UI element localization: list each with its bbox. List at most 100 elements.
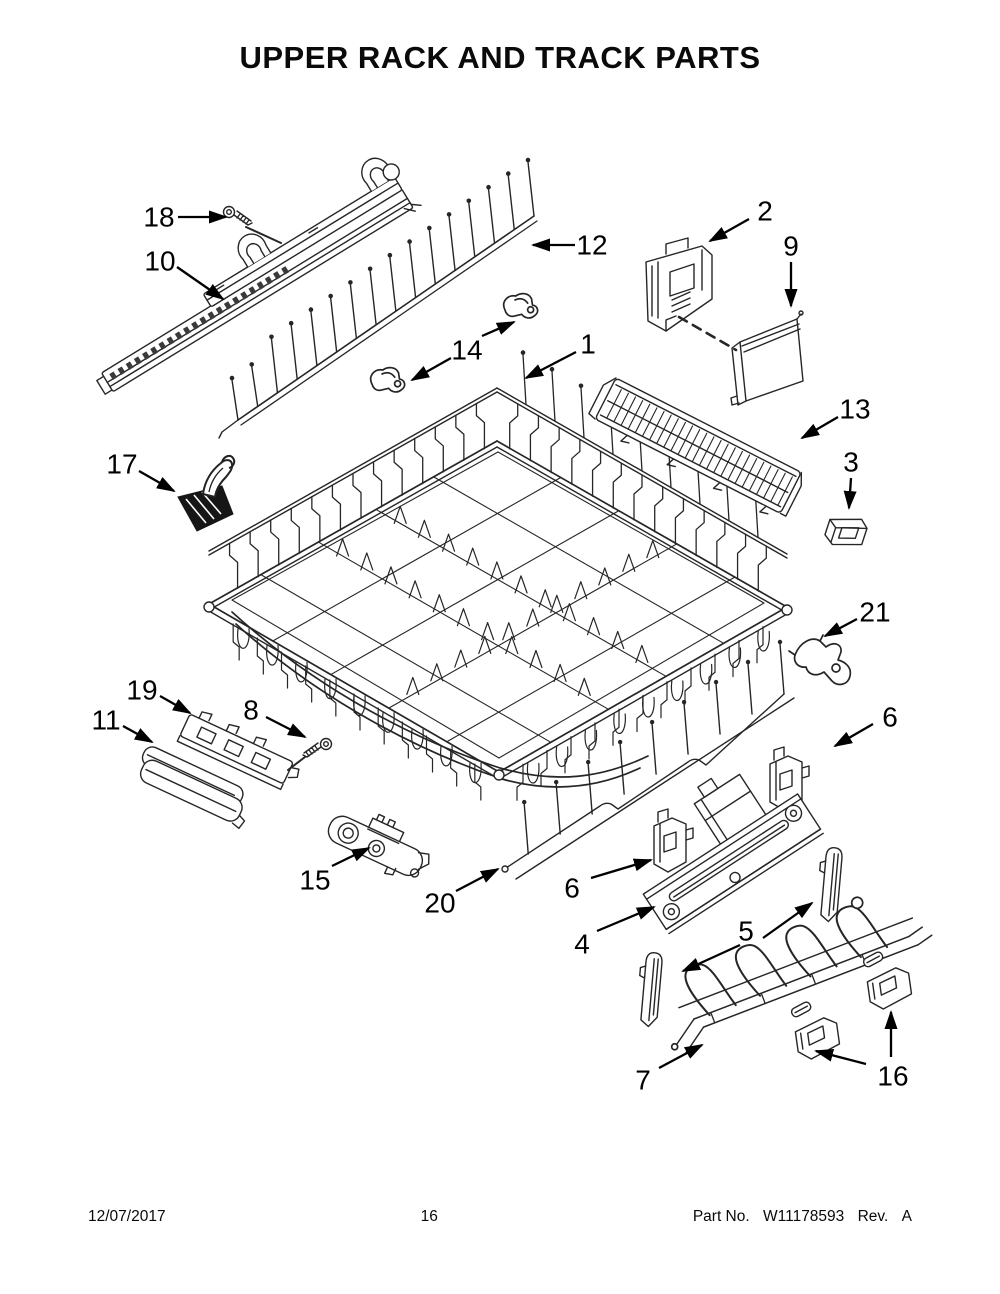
drawing-stroke [777,476,793,506]
drawing-stroke [215,306,224,315]
drawing-stroke [781,604,793,616]
callout-arrow-14 [481,320,516,338]
drawing-stroke [734,944,788,997]
drawing-stroke [646,540,660,559]
drawing-stroke [440,745,453,767]
callout-13: 13 [839,394,870,425]
drawing-stroke [529,415,540,462]
drawing-stroke [478,635,492,655]
drawing-stroke [501,865,509,873]
drawing-stroke [670,421,686,452]
drawing-stroke [305,665,313,703]
drawing-stroke [634,950,664,1028]
part-9-shelf-drawing [730,310,804,406]
drawing-stroke [317,541,609,710]
drawing-stroke [249,531,259,578]
drawing-stroke [697,777,719,798]
drawing-stroke [372,461,383,508]
part-13-basket-drawing [588,377,803,517]
drawing-stroke [587,763,593,815]
drawing-stroke [256,281,265,290]
drawing-stroke [554,779,559,785]
drawing-stroke [577,677,591,696]
drawing-stroke [223,739,244,758]
drawing-stroke [295,661,308,683]
drawing-stroke [649,719,655,725]
drawing-stroke [669,263,695,297]
part-20-pin-row-drawing [501,639,795,880]
drawing-stroke [633,474,643,521]
part-1-upper-rack-drawing [203,350,793,801]
drawing-stroke [218,419,239,439]
drawing-stroke [158,341,167,350]
part-2-mount-bracket-drawing [645,237,738,352]
callout-arrow-15 [331,846,371,868]
drawing-stroke [223,301,232,310]
drawing-stroke [549,366,555,372]
drawing-stroke [260,574,552,743]
drawing-stroke [501,289,541,322]
drawing-stroke [408,580,422,599]
part-18-screw-drawing [222,205,282,244]
drawing-stroke [466,547,480,566]
drawing-stroke [331,484,342,531]
drawing-stroke [653,808,694,873]
drawing-stroke [705,439,722,470]
callout-arrow-6 [833,723,874,748]
callout-16: 16 [877,1061,908,1092]
drawing-stroke [272,476,562,642]
callout-12: 12 [576,230,607,261]
drawing-stroke [250,751,272,770]
drawing-stroke [729,871,741,884]
callout-1: 1 [580,329,596,360]
callout-4: 4 [574,929,590,960]
drawing-stroke [481,622,495,641]
drawing-stroke [619,743,625,795]
drawing-stroke [651,249,703,319]
drawing-stroke [237,215,535,421]
drawing-stroke [700,790,752,843]
drawing-stroke [562,603,576,622]
drawing-stroke [417,851,430,870]
drawing-stroke [620,396,637,426]
callout-18: 18 [143,202,174,233]
drawing-stroke [620,434,769,515]
drawing-stroke [388,543,678,709]
drawing-stroke [308,307,314,312]
drawing-stroke [611,630,625,650]
drawing-stroke [229,375,235,381]
drawing-stroke [677,425,694,456]
drawing-stroke [377,707,385,745]
part-21-wire-clip-drawing [788,634,852,686]
drawing-stroke [747,663,753,715]
drawing-stroke [232,296,240,305]
drawing-stroke [329,297,338,353]
drawing-stroke [529,649,543,669]
part-no-label: Part No. [692,1208,750,1225]
drawing-stroke [288,320,294,326]
drawing-stroke [698,436,715,466]
drawing-stroke [432,594,446,613]
drawing-stroke [384,566,398,585]
drawing-stroke [281,266,290,275]
part-19-retainer-drawing [176,711,300,791]
drawing-stroke [667,907,676,916]
drawing-stroke [586,616,601,636]
drawing-stroke [663,418,679,448]
rev-value: A [901,1208,912,1225]
drawing-stroke [514,575,528,594]
drawing-stroke [571,438,581,486]
drawing-stroke [486,184,491,190]
callout-5: 5 [738,916,754,947]
drawing-stroke [580,387,585,439]
drawing-stroke [382,712,395,733]
drawing-stroke [779,643,785,695]
drawing-stroke [850,896,864,910]
drawing-stroke [406,676,420,696]
drawing-stroke [208,467,224,493]
drawing-stroke [302,737,333,758]
drawing-stroke [375,508,667,677]
drawing-stroke [427,225,432,231]
drawing-stroke [375,813,397,829]
